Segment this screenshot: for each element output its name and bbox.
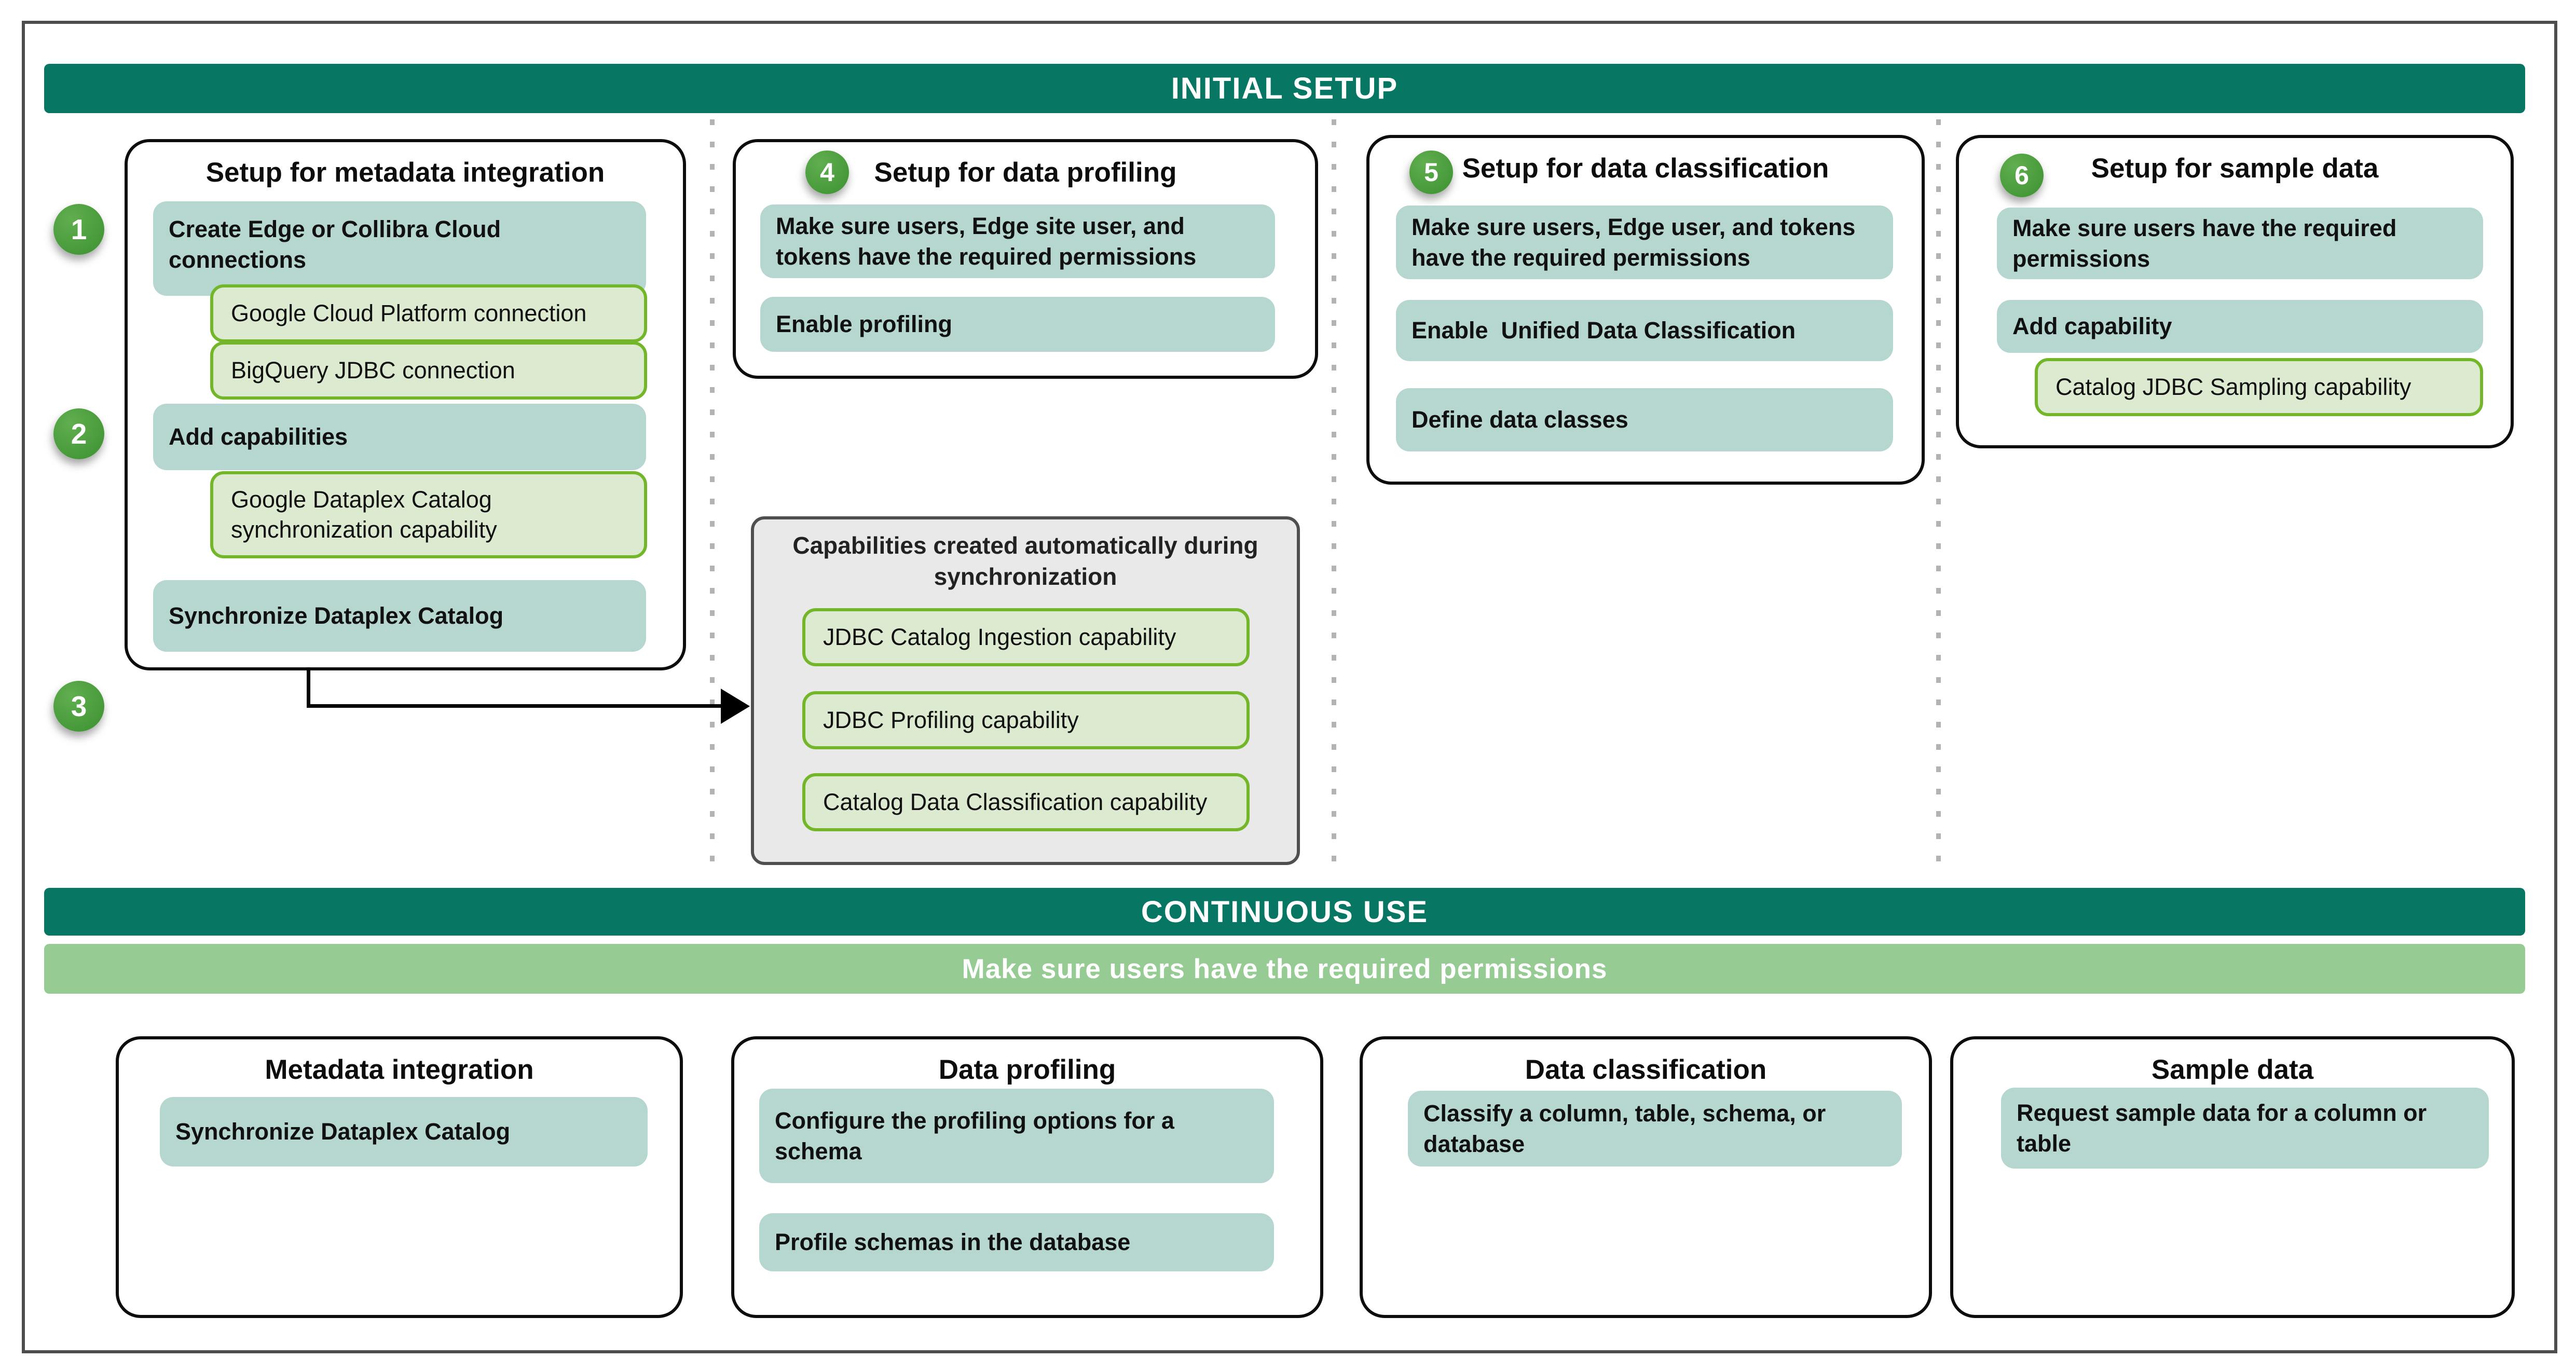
- task-sample-permissions: Make sure users have the required permis…: [1997, 208, 2483, 279]
- task-synchronize-dataplex-catalog: Synchronize Dataplex Catalog: [153, 580, 646, 652]
- card-title: Setup for data profiling: [874, 157, 1177, 188]
- task-add-capability: Add capability: [1997, 300, 2483, 353]
- task-create-connections: Create Edge or Collibra Cloud connection…: [153, 201, 646, 296]
- card-title: Metadata integration: [265, 1054, 534, 1085]
- connector-arrow-horizontal: [307, 704, 722, 708]
- item-gcp-connection: Google Cloud Platform connection: [210, 284, 647, 342]
- step-1-badge: 1: [53, 204, 104, 255]
- card-title: Setup for sample data: [2091, 153, 2379, 184]
- initial-setup-banner: INITIAL SETUP: [44, 64, 2525, 113]
- auto-capabilities-title: Capabilities created automatically durin…: [792, 532, 1258, 590]
- item-dataplex-sync-capability: Google Dataplex Catalog synchronization …: [210, 471, 647, 558]
- task-profiling-permissions: Make sure users, Edge site user, and tok…: [760, 204, 1275, 278]
- step-2-badge: 2: [53, 408, 104, 459]
- card-title: Data classification: [1525, 1054, 1767, 1085]
- task-classify-column-table-schema-database: Classify a column, table, schema, or dat…: [1408, 1091, 1902, 1167]
- card-title: Sample data: [2151, 1054, 2314, 1085]
- item-jdbc-catalog-ingestion-capability: JDBC Catalog Ingestion capability: [802, 608, 1250, 666]
- task-define-data-classes: Define data classes: [1396, 388, 1893, 451]
- connector-arrow-vertical: [307, 667, 310, 708]
- card-data-classification: Data classification: [1360, 1036, 1932, 1318]
- card-title: Setup for metadata integration: [205, 157, 605, 188]
- connector-arrowhead: [721, 689, 750, 724]
- task-enable-unified-data-classification: Enable Unified Data Classification: [1396, 300, 1893, 361]
- card-title: Setup for data classification: [1462, 153, 1829, 184]
- step-6-badge: 6: [2000, 154, 2044, 197]
- continuous-use-permissions-banner: Make sure users have the required permis…: [44, 944, 2525, 994]
- task-enable-profiling: Enable profiling: [760, 297, 1275, 352]
- task-request-sample-data: Request sample data for a column or tabl…: [2001, 1088, 2489, 1169]
- step-4-badge: 4: [805, 150, 849, 194]
- column-separator: [710, 119, 715, 878]
- item-bigquery-jdbc-connection: BigQuery JDBC connection: [210, 341, 647, 400]
- column-separator: [1936, 119, 1941, 878]
- card-title: Data profiling: [938, 1054, 1116, 1085]
- task-add-capabilities: Add capabilities: [153, 404, 646, 470]
- item-jdbc-profiling-capability: JDBC Profiling capability: [802, 691, 1250, 749]
- column-separator: [1332, 119, 1336, 878]
- task-classification-permissions: Make sure users, Edge user, and tokens h…: [1396, 205, 1893, 279]
- continuous-use-banner: CONTINUOUS USE: [44, 888, 2525, 936]
- task-configure-profiling-options: Configure the profiling options for a sc…: [759, 1089, 1274, 1183]
- item-catalog-jdbc-sampling-capability: Catalog JDBC Sampling capability: [2035, 358, 2483, 416]
- outer-frame: [22, 21, 2557, 1353]
- task-synchronize-dataplex-catalog: Synchronize Dataplex Catalog: [160, 1097, 648, 1167]
- step-3-badge: 3: [53, 681, 104, 732]
- card-sample-data: Sample data: [1950, 1036, 2515, 1318]
- step-5-badge: 5: [1409, 150, 1453, 194]
- item-catalog-data-classification-capability: Catalog Data Classification capability: [802, 773, 1250, 831]
- card-metadata-integration: Metadata integration: [116, 1036, 683, 1318]
- task-profile-schemas: Profile schemas in the database: [759, 1213, 1274, 1271]
